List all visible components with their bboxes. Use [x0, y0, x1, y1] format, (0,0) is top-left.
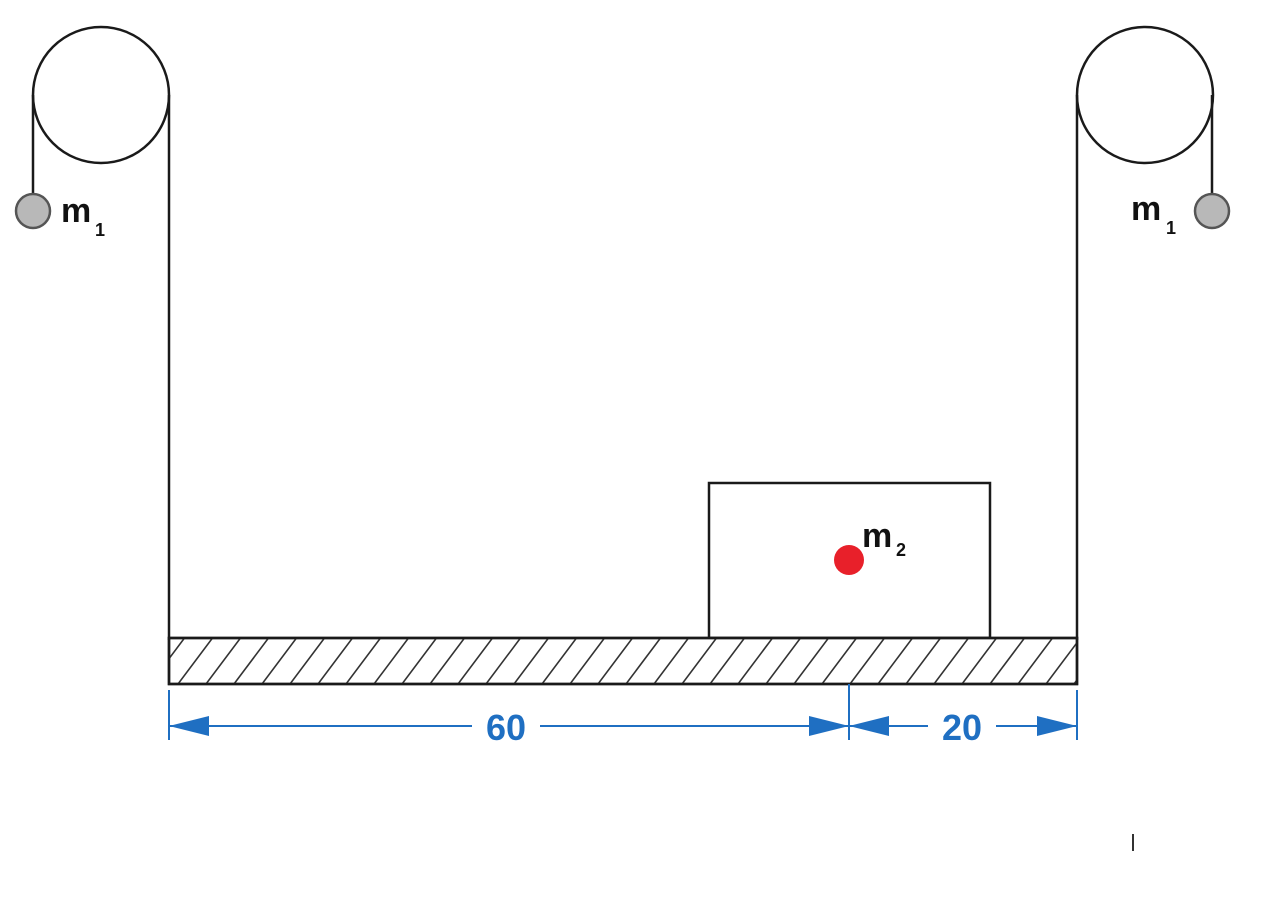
svg-text:m: m: [1131, 190, 1161, 228]
svg-text:m: m: [61, 192, 91, 230]
left-hanging-mass: [14, 192, 52, 230]
left-mass-label: m 1: [61, 192, 105, 240]
beam-hatch-line: [569, 638, 606, 684]
beam: [167, 636, 1137, 686]
beam-hatch-line: [821, 638, 858, 684]
beam-hatch-line: [1073, 678, 1077, 684]
beam-hatch-line: [709, 638, 746, 684]
beam-hatch-line: [877, 638, 914, 684]
beam-hatch-line: [933, 638, 970, 684]
right-mass-label: m 1: [1131, 190, 1176, 238]
beam-hatch-line: [513, 638, 550, 684]
beam-hatch-line: [541, 638, 578, 684]
beam-hatch-line: [793, 638, 830, 684]
dimension-annotations: 60 20: [168, 684, 1078, 748]
beam-hatch-line: [289, 638, 326, 684]
beam-hatch-line: [345, 638, 382, 684]
svg-text:1: 1: [95, 220, 105, 240]
beam-hatch-line: [961, 638, 998, 684]
left-pulley: [31, 25, 171, 165]
beam-hatch-line: [177, 638, 214, 684]
beam-hatch-line: [373, 638, 410, 684]
svg-text:1: 1: [1166, 218, 1176, 238]
beam-hatch-line: [989, 638, 1026, 684]
beam-hatch-line: [1102, 638, 1137, 684]
dimension-left-length: 60: [486, 707, 526, 748]
right-pulley: [1075, 25, 1215, 165]
beam-hatch-line: [317, 638, 354, 684]
beam-hatch-line: [205, 638, 242, 684]
beam-hatch-line: [1017, 638, 1054, 684]
beam-hatch-line: [681, 638, 718, 684]
beam-hatch-line: [233, 638, 270, 684]
beam-hatch-line: [765, 638, 802, 684]
beam-hatch-line: [1045, 641, 1077, 684]
beam-hatch-line: [429, 638, 466, 684]
block-center-of-mass: [834, 545, 864, 575]
block-mass-label: m 2: [862, 517, 906, 560]
beam-hatch-line: [625, 638, 662, 684]
right-hanging-mass: [1193, 192, 1231, 230]
dimension-right-length: 20: [942, 707, 982, 748]
beam-hatch-line: [401, 638, 438, 684]
svg-text:m: m: [862, 517, 892, 555]
beam-hatch-line: [737, 638, 774, 684]
svg-text:2: 2: [896, 540, 906, 560]
beam-hatch-line: [261, 638, 298, 684]
beam-hatch-line: [597, 638, 634, 684]
beam-hatch-line: [905, 638, 942, 684]
beam-hatch-line: [457, 638, 494, 684]
beam-hatch-line: [849, 638, 886, 684]
beam-hatch-line: [169, 638, 186, 660]
beam-hatch-line: [653, 638, 690, 684]
beam-hatch-line: [485, 638, 522, 684]
